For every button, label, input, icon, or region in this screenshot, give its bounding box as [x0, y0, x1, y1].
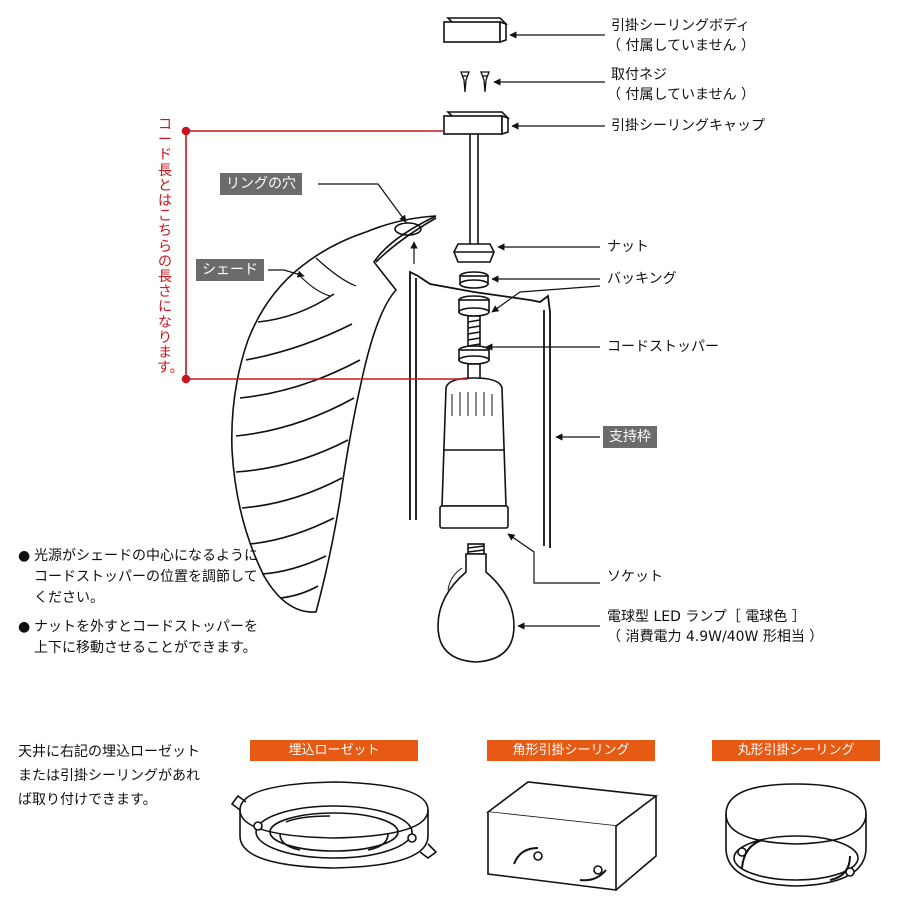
- label-lamp-note: （ 消費電力 4.9W/40W 形相当 ）: [607, 629, 824, 645]
- socket-illustration: [439, 377, 509, 529]
- tag-square-ceiling: 角形引掛シーリング: [487, 740, 655, 761]
- label-lamp: 電球型 LED ランプ［ 電球色 ］: [607, 609, 806, 625]
- note-text: ナットを外すとコードストッパーを上下に移動させることができます。: [34, 619, 258, 656]
- rosette-illustration: [230, 781, 438, 869]
- round-ceiling-illustration: [725, 783, 867, 887]
- label-nut: ナット: [607, 239, 649, 255]
- cord-length-callout: [181, 126, 468, 384]
- shade-illustration: [231, 215, 437, 613]
- ceiling-cap-illustration: [443, 111, 510, 136]
- cord-illustration: [469, 134, 479, 246]
- screw-illustration: [460, 71, 490, 93]
- square-ceiling-illustration: [485, 781, 659, 891]
- label-support-frame: 支持枠: [603, 426, 657, 448]
- tag-round-ceiling: 丸形引掛シーリング: [712, 740, 880, 761]
- label-ceiling-body: 引掛シーリングボディ: [611, 18, 751, 34]
- cord-stopper-illustration: [458, 345, 490, 381]
- label-packing: バッキング: [607, 271, 677, 287]
- note-text: 光源がシェードの中心になるようにコードストッパーの位置を調節してください。: [34, 548, 258, 606]
- note-light-center: ●光源がシェードの中心になるようにコードストッパーの位置を調節してください。: [18, 546, 260, 609]
- label-screw-note: （ 付属していません ）: [607, 87, 756, 103]
- bullet-mark: ●: [18, 619, 31, 635]
- nut-illustration: [453, 243, 495, 263]
- support-frame-illustration: [409, 270, 551, 548]
- label-ring-hole: リングの穴: [220, 173, 302, 195]
- label-screw: 取付ネジ: [611, 67, 667, 83]
- note-nut-remove: ●ナットを外すとコードストッパーを上下に移動させることができます。: [18, 617, 260, 659]
- packing-illustration: [459, 271, 489, 289]
- label-socket: ソケット: [607, 569, 663, 585]
- label-ceiling-cap: 引掛シーリングキャップ: [611, 118, 765, 134]
- bulb-illustration: [437, 543, 515, 663]
- label-shade: シェード: [196, 259, 264, 281]
- label-cord-stopper: コードストッパー: [607, 339, 719, 355]
- label-ceiling-body-note: （ 付属していません ）: [607, 38, 756, 54]
- install-note: 天井に右記の埋込ローゼットまたは引掛シーリングがあれば取り付けできます。: [18, 744, 200, 808]
- cord-length-note: コード長とはこちらの長さになります。: [157, 117, 184, 377]
- tag-rosette: 埋込ローゼット: [250, 740, 418, 761]
- bullet-mark: ●: [18, 548, 31, 564]
- ceiling-body-illustration: [443, 17, 508, 44]
